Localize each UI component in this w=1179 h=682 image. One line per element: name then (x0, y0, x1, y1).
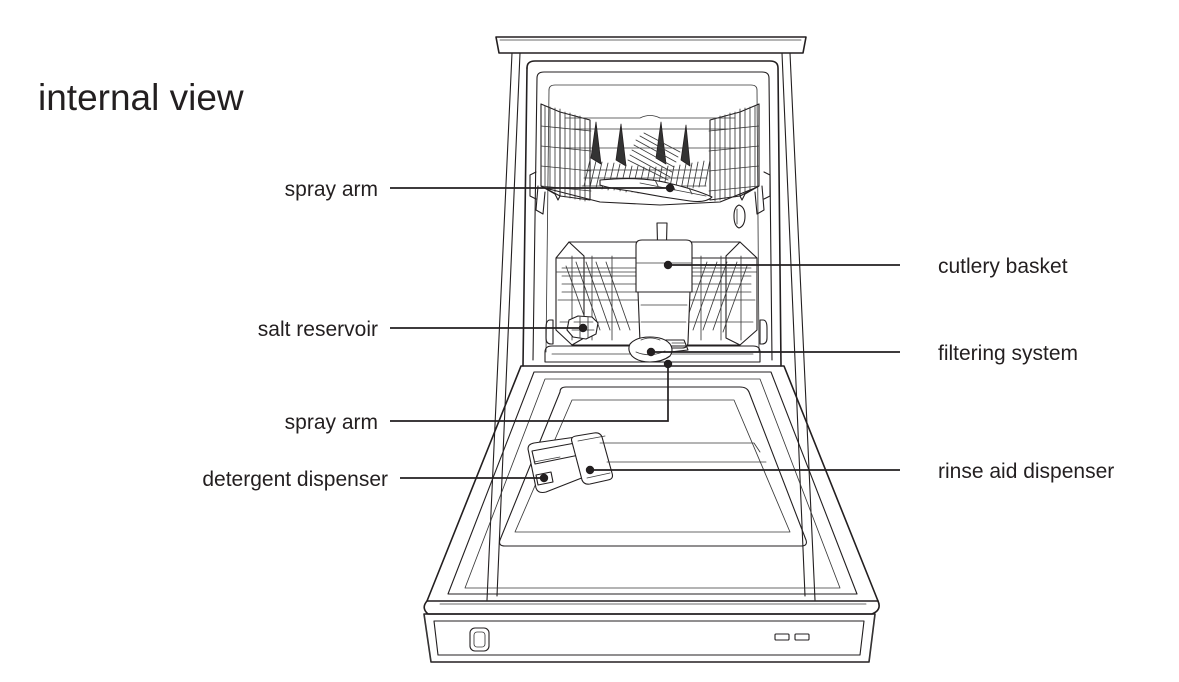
callout-label-spray-arm-upper: spray arm (285, 178, 378, 201)
dot-salt-reservoir (578, 323, 588, 333)
callout-labels: spray arm cutlery basket salt reservoir … (202, 178, 1114, 491)
dot-rinse-aid-dispenser (585, 465, 595, 475)
dot-cutlery-basket (663, 260, 673, 270)
dot-spray-arm-lower (663, 359, 673, 369)
upper-basket-right-rails (708, 125, 760, 192)
door-catch-detail (733, 204, 746, 229)
plinth-indicators (774, 633, 810, 641)
upper-basket-hatch (627, 132, 681, 181)
countertop-slab (495, 36, 807, 54)
upper-basket-center-rails (559, 115, 741, 149)
dispenser-unit (527, 432, 767, 494)
lower-basket-right-tines (682, 255, 748, 341)
leader-spray-arm-lower (390, 366, 669, 422)
dot-filtering-system (646, 347, 656, 357)
cabinet-body (486, 52, 816, 601)
callout-label-detergent-dispenser: detergent dispenser (202, 468, 388, 491)
dot-detergent-dispenser (539, 473, 549, 483)
plinth-button[interactable] (469, 627, 490, 652)
upper-basket-fold-tines (590, 121, 691, 167)
callout-label-salt-reservoir: salt reservoir (258, 318, 378, 341)
rinse-aid-dispenser (570, 432, 614, 485)
callout-label-cutlery-basket: cutlery basket (938, 255, 1068, 278)
callout-label-rinse-aid-dispenser: rinse aid dispenser (938, 460, 1114, 483)
upper-basket-left-rails (540, 125, 592, 192)
upper-basket (529, 103, 771, 215)
lower-basket-left-comb (561, 267, 641, 293)
page-title: internal view (38, 77, 244, 118)
plinth (423, 613, 876, 663)
dot-spray-arm-upper (665, 183, 675, 193)
callout-label-spray-arm-lower: spray arm (285, 411, 378, 434)
door-panel (423, 365, 880, 615)
callout-leaders (390, 183, 900, 483)
cutlery-basket (635, 222, 693, 349)
callout-label-filtering-system: filtering system (938, 342, 1078, 365)
upper-basket-left-tines (544, 105, 586, 202)
upper-spray-arm (599, 178, 713, 203)
